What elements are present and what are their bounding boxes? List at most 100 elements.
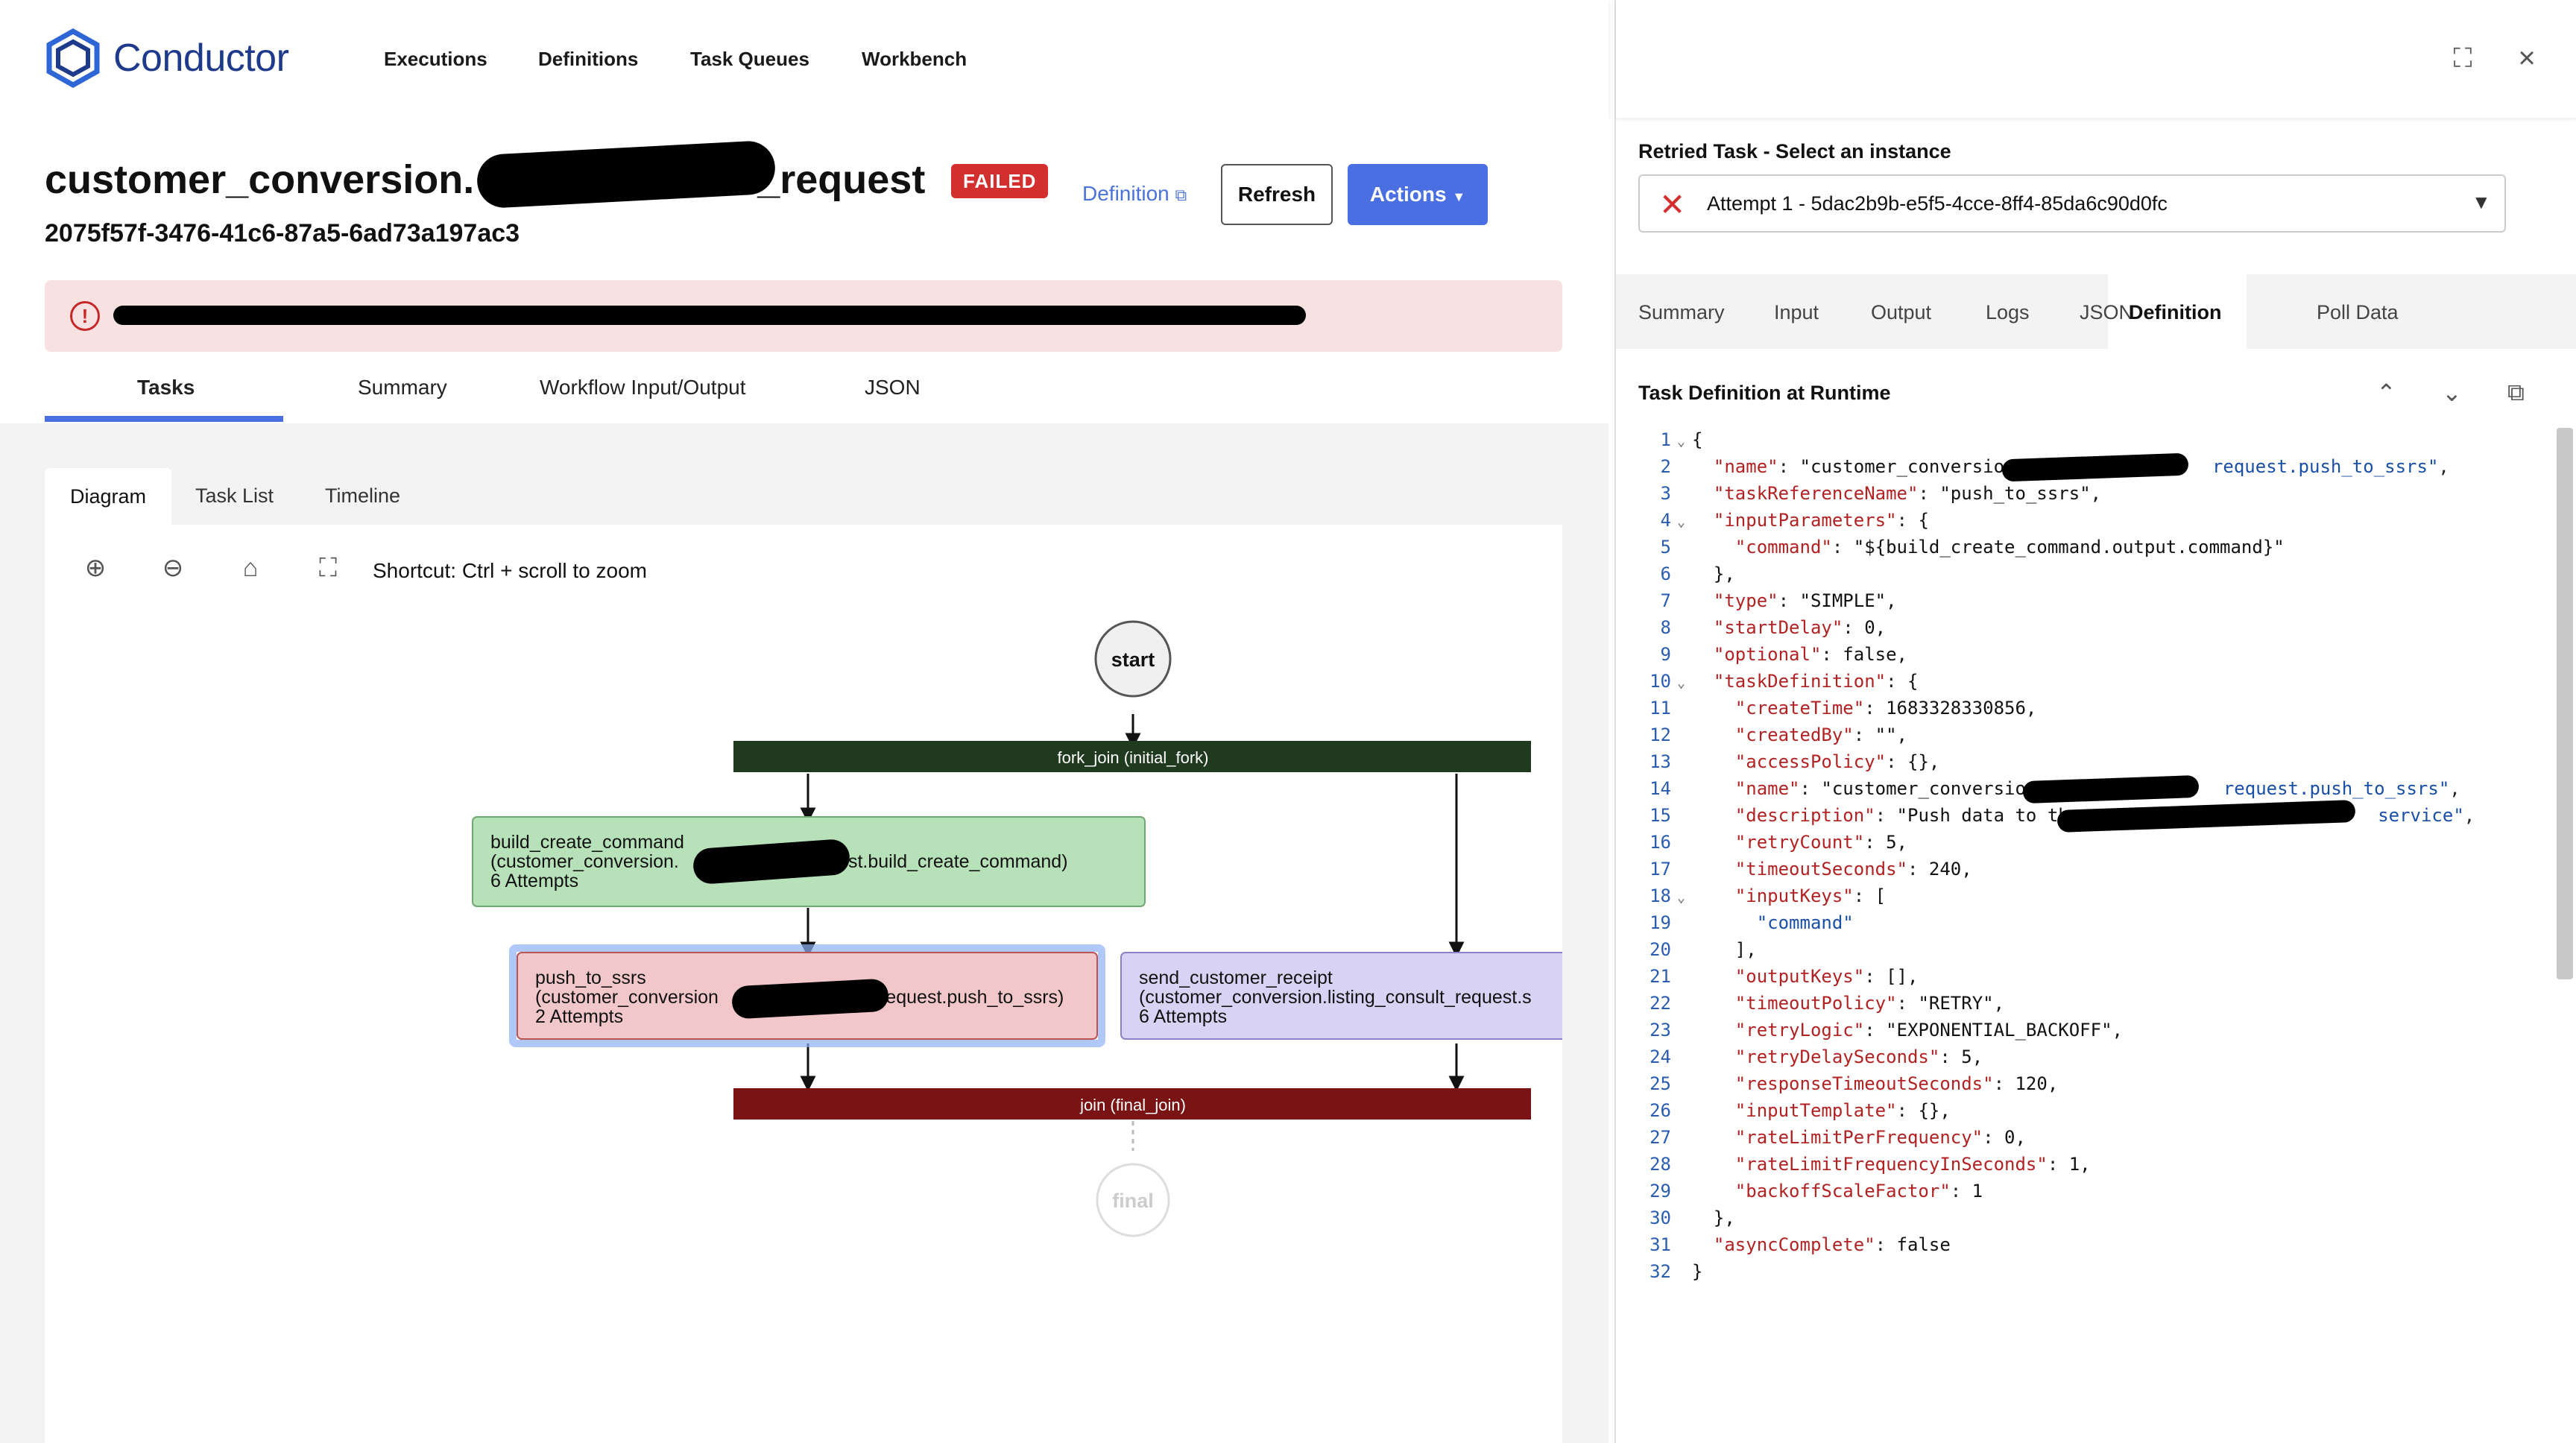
push-node-name: push_to_ssrs	[535, 967, 646, 988]
definition-link-label: Definition	[1082, 182, 1169, 205]
zoom-shortcut-hint: Shortcut: Ctrl + scroll to zoom	[373, 559, 648, 582]
nav-workbench[interactable]: Workbench	[862, 48, 967, 70]
top-navbar: Conductor Executions Definitions Task Qu…	[0, 0, 1609, 118]
tab-task-logs[interactable]: Logs	[1986, 301, 2030, 323]
tab-task-summary[interactable]: Summary	[1638, 301, 1725, 323]
chevron-up-icon[interactable]: ⌃	[2376, 379, 2396, 406]
zoom-out-icon[interactable]: ⊖	[162, 554, 184, 582]
error-banner: !	[45, 280, 1562, 352]
tab-json[interactable]: JSON	[865, 376, 921, 399]
push-node-attempts: 2 Attempts	[535, 1006, 623, 1027]
workflow-diagram[interactable]: ⊕ ⊖ ⌂ ⛶ Shortcut: Ctrl + scroll to zoom	[45, 525, 1562, 1443]
code-line: 8 "startDelay": 0,	[1660, 617, 1887, 638]
code-line: 3 "taskReferenceName": "push_to_ssrs",	[1660, 483, 2102, 504]
actions-button[interactable]: Actions ▼	[1348, 164, 1488, 225]
expand-icon[interactable]: ⛶	[2453, 42, 2472, 73]
tab-summary[interactable]: Summary	[358, 376, 447, 399]
code-line: 1⌄{	[1660, 429, 1703, 450]
external-link-icon: ⧉	[1175, 186, 1187, 204]
code-line: 24 "retryDelaySeconds": 5,	[1650, 1046, 1983, 1067]
attempt-select[interactable]: ✕ Attempt 1 - 5dac2b9b-e5f5-4cce-8ff4-85…	[1638, 174, 2506, 233]
definition-link[interactable]: Definition ⧉	[1082, 182, 1187, 206]
tab-task-definition[interactable]: Definition	[2129, 301, 2222, 323]
workflow-title: customer_conversion. _request	[45, 157, 925, 203]
refresh-button[interactable]: Refresh	[1221, 164, 1333, 225]
code-line: 30 },	[1650, 1207, 1735, 1228]
fork-join-bar	[733, 741, 1531, 772]
start-node-label: start	[1111, 648, 1155, 671]
retried-task-label: Retried Task - Select an instance	[1638, 140, 1951, 162]
subtab-task-list[interactable]: Task List	[195, 484, 274, 507]
tab-task-json[interactable]: JSON	[2080, 301, 2134, 323]
join-bar	[733, 1088, 1531, 1120]
code-line: 16 "retryCount": 5,	[1650, 832, 1907, 853]
code-line: 14 "name": "customer_conversion.request.…	[1650, 778, 2460, 799]
selected-highlight	[509, 944, 1105, 1047]
task-tabs: Summary Input Output Logs JSON Definitio…	[1616, 274, 2576, 349]
build-node-name: build_create_command	[490, 832, 684, 853]
tab-task-output[interactable]: Output	[1871, 301, 1932, 323]
nav-task-queues[interactable]: Task Queues	[690, 48, 809, 70]
build-node-ref-start: (customer_conversion.	[490, 851, 679, 872]
join-label: join (final_join)	[1079, 1096, 1186, 1114]
nav-executions[interactable]: Executions	[384, 48, 487, 70]
final-node	[1096, 1163, 1170, 1237]
code-line: 9 "optional": false,	[1660, 644, 1908, 665]
home-icon[interactable]: ⌂	[242, 554, 259, 582]
active-tab-indicator	[45, 416, 283, 422]
code-line: 11 "createTime": 1683328330856,	[1650, 698, 2037, 719]
code-line: 23 "retryLogic": "EXPONENTIAL_BACKOFF",	[1650, 1020, 2123, 1041]
code-line: 18⌄ "inputKeys": [	[1650, 885, 1887, 906]
code-line: 25 "responseTimeoutSeconds": 120,	[1650, 1073, 2059, 1094]
close-icon[interactable]: ×	[2518, 42, 2536, 75]
error-icon: !	[70, 301, 100, 331]
app-name[interactable]: Conductor	[113, 37, 289, 80]
code-line: 32}	[1650, 1261, 1703, 1282]
code-line: 2 "name": "customer_conversion.request.p…	[1660, 456, 2449, 477]
workflow-id: 2075f57f-3476-41c6-87a5-6ad73a197ac3	[45, 219, 520, 247]
caret-down-icon: ▼	[1452, 189, 1466, 204]
workflow-title-prefix: customer_conversion.	[45, 157, 475, 202]
chevron-down-icon[interactable]: ⌄	[2442, 379, 2462, 406]
send-node-ref: (customer_conversion.listing_consult_req…	[1139, 987, 1532, 1008]
zoom-in-icon[interactable]: ⊕	[84, 554, 107, 582]
nav-definitions[interactable]: Definitions	[538, 48, 639, 70]
subtab-timeline[interactable]: Timeline	[325, 484, 401, 507]
code-line: 10⌄ "taskDefinition": {	[1650, 671, 1919, 692]
code-line: 17 "timeoutSeconds": 240,	[1650, 859, 1972, 880]
active-tab-bg	[2108, 274, 2247, 349]
fork-join-label: fork_join (initial_fork)	[1058, 748, 1209, 767]
editor-scrollbar[interactable]	[2557, 428, 2573, 979]
failed-x-icon: ✕	[1659, 187, 1686, 222]
code-line: 19 "command"	[1650, 912, 1854, 933]
code-line: 21 "outputKeys": [],	[1650, 966, 1919, 987]
task-node-send-customer-receipt	[1120, 952, 1562, 1040]
copy-icon[interactable]: ⧉	[2507, 379, 2525, 405]
caret-down-icon: ▼	[2472, 191, 2491, 213]
fit-screen-icon[interactable]: ⛶	[319, 554, 337, 582]
send-node-attempts: 6 Attempts	[1139, 1006, 1227, 1027]
workflow-title-suffix: _request	[757, 157, 926, 202]
code-line: 13 "accessPolicy": {},	[1650, 751, 1940, 772]
subtab-diagram[interactable]: Diagram	[45, 468, 171, 525]
tab-task-input[interactable]: Input	[1774, 301, 1819, 323]
final-node-label: final	[1112, 1190, 1154, 1212]
code-line: 5 "command": "${build_create_command.out…	[1660, 537, 2285, 558]
code-line: 26 "inputTemplate": {},	[1650, 1100, 1951, 1121]
tab-workflow-input-output[interactable]: Workflow Input/Output	[540, 376, 746, 399]
send-node-name: send_customer_receipt	[1139, 967, 1333, 988]
panel-header: ⛶ ×	[1616, 0, 2576, 118]
tab-tasks[interactable]: Tasks	[137, 376, 195, 399]
tab-task-poll-data[interactable]: Poll Data	[2317, 301, 2399, 323]
task-details-panel: ⛶ × Retried Task - Select an instance ✕ …	[1614, 0, 2576, 1443]
code-line: 31 "asyncComplete": false	[1650, 1234, 1951, 1255]
start-node	[1094, 620, 1172, 698]
code-line: 6 },	[1660, 563, 1735, 584]
diagram-graph: start fork_join (initial_fork) build_cre…	[472, 620, 1562, 1237]
workflow-pane: Conductor Executions Definitions Task Qu…	[0, 0, 1609, 1443]
build-node-attempts: 6 Attempts	[490, 871, 578, 891]
redaction-mark	[693, 839, 850, 884]
code-line: 7 "type": "SIMPLE",	[1660, 590, 1897, 611]
push-node-ref-start: (customer_conversion	[535, 987, 719, 1008]
